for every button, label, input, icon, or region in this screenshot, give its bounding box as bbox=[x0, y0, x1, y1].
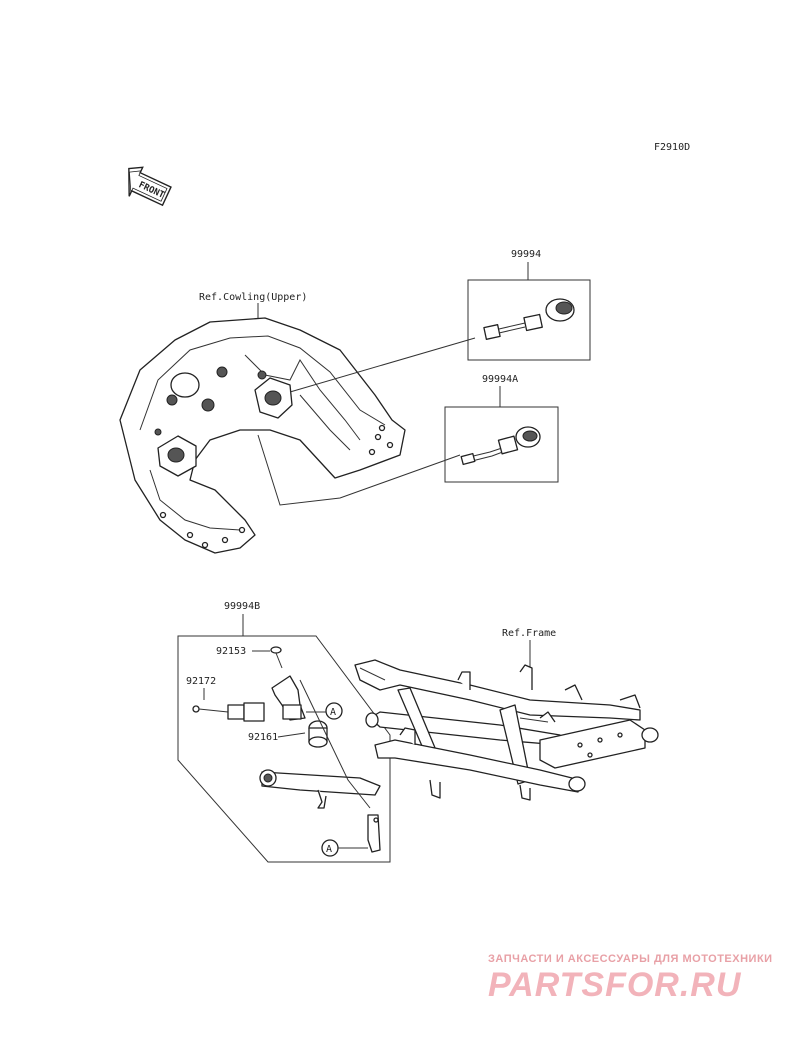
part-99994: 99994 bbox=[511, 249, 541, 260]
part-92172: 92172 bbox=[186, 676, 216, 687]
box-99994B bbox=[177, 635, 391, 863]
marker-a-lower-label: A bbox=[326, 844, 332, 855]
box-99994A bbox=[444, 406, 559, 483]
socket-99994 bbox=[483, 298, 575, 340]
front-arrow-icon: FRONT bbox=[128, 166, 172, 207]
marker-a-upper-label: A bbox=[330, 707, 336, 718]
screw-92172 bbox=[192, 705, 229, 713]
marker-a-upper bbox=[325, 702, 343, 720]
part-92161: 92161 bbox=[248, 732, 278, 743]
part-99994A: 99994A bbox=[482, 374, 518, 385]
collar-92161 bbox=[308, 720, 328, 748]
figure-code: F2910D bbox=[654, 142, 690, 153]
watermark-tagline: ЗАПЧАСТИ И АКСЕССУАРЫ ДЛЯ МОТОТЕХНИКИ bbox=[488, 953, 773, 965]
socket-holder bbox=[227, 702, 265, 722]
box-99994 bbox=[467, 279, 591, 361]
part-99994B: 99994B bbox=[224, 601, 260, 612]
part-92153: 92153 bbox=[216, 646, 246, 657]
upper-cowling bbox=[119, 317, 406, 554]
ref-frame-label: Ref.Frame bbox=[502, 628, 556, 639]
frame bbox=[354, 659, 659, 801]
screw-92153 bbox=[270, 646, 283, 669]
bracket bbox=[271, 675, 306, 721]
watermark-brand-logo: PARTSFOR.RU bbox=[488, 966, 742, 1004]
ref-cowling-label: Ref.Cowling(Upper) bbox=[199, 292, 307, 303]
frame-tube-detail bbox=[259, 679, 381, 853]
socket-99994A bbox=[460, 426, 541, 466]
